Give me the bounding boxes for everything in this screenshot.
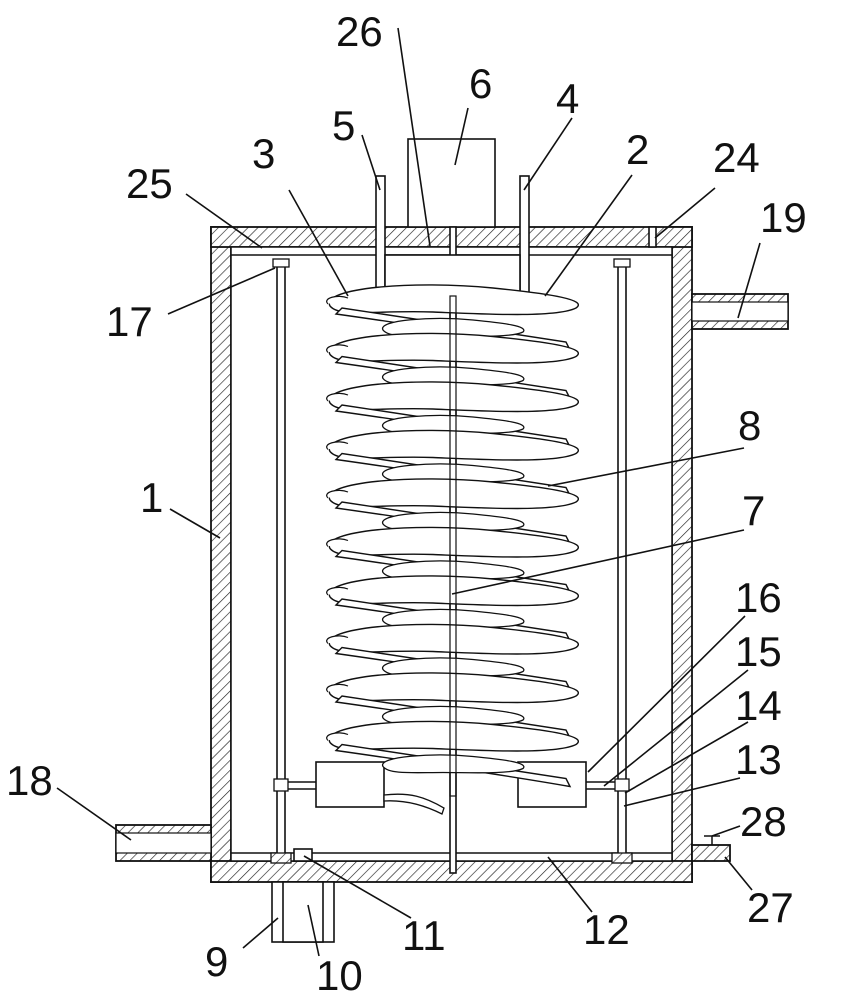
label-1: 1 [140, 474, 163, 521]
label-26: 26 [336, 8, 383, 55]
label-15: 15 [735, 628, 782, 675]
label-6: 6 [469, 60, 492, 107]
leader-18 [57, 788, 131, 840]
pipe-18-bore [116, 833, 211, 853]
label-16: 16 [735, 574, 782, 621]
left-scraper-block [316, 762, 384, 807]
label-17: 17 [106, 298, 153, 345]
label-7: 7 [742, 487, 765, 534]
label-13: 13 [735, 736, 782, 783]
right-rod-cap [614, 259, 630, 267]
fitting-27 [692, 845, 730, 861]
label-4: 4 [556, 75, 579, 122]
label-5: 5 [332, 102, 355, 149]
label-24: 24 [713, 134, 760, 181]
label-9: 9 [205, 938, 228, 985]
vent-24 [649, 227, 656, 247]
label-14: 14 [735, 682, 782, 729]
label-12: 12 [583, 906, 630, 953]
inlet-pipe-4 [520, 176, 529, 296]
right-rod-base [612, 853, 632, 863]
left-guide-rod [277, 262, 285, 860]
leader-5 [362, 135, 380, 190]
left-rod-cap [273, 259, 289, 267]
label-28: 28 [740, 798, 787, 845]
leader-4 [524, 118, 572, 190]
label-3: 3 [252, 130, 275, 177]
label-2: 2 [626, 126, 649, 173]
left-rod-base [271, 853, 291, 863]
right-wall [672, 227, 692, 882]
left-wall [211, 227, 231, 882]
outlet-pipe-10 [283, 882, 323, 942]
label-25: 25 [126, 160, 173, 207]
inlet-pipe-5 [376, 176, 385, 296]
label-8: 8 [738, 402, 761, 449]
label-18: 18 [6, 757, 53, 804]
label-27: 27 [747, 884, 794, 931]
label-11: 11 [402, 912, 446, 959]
right-scraper-block [518, 762, 586, 807]
left-slider [274, 779, 288, 791]
leader-28 [712, 826, 740, 836]
label-10: 10 [316, 952, 363, 999]
label-19: 19 [760, 194, 807, 241]
right-guide-rod [618, 262, 626, 860]
right-slider [615, 779, 629, 791]
